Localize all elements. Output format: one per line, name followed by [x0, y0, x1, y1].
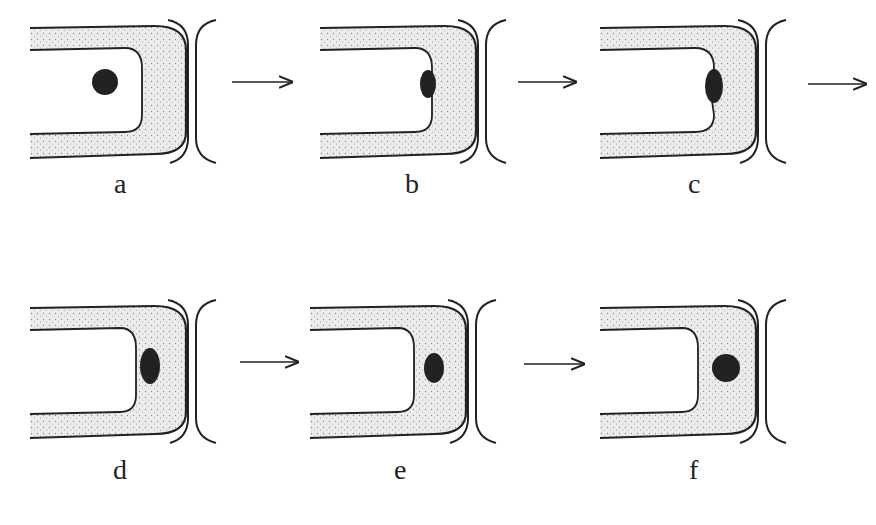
panel-letter: d: [113, 456, 127, 484]
cell-panel: [310, 300, 496, 443]
panel-letter: e: [394, 456, 406, 484]
cell-panel: [30, 20, 216, 163]
cell-panel: [600, 300, 786, 443]
panel-letter: b: [405, 170, 419, 198]
sequence-arrows: [232, 82, 866, 364]
cell-panel: [320, 20, 506, 163]
cell-panel: [600, 20, 786, 163]
panel-letter: a: [114, 170, 126, 198]
panel-letter: f: [689, 456, 698, 484]
cell-panel: [30, 300, 216, 443]
panel-letter: c: [688, 170, 700, 198]
